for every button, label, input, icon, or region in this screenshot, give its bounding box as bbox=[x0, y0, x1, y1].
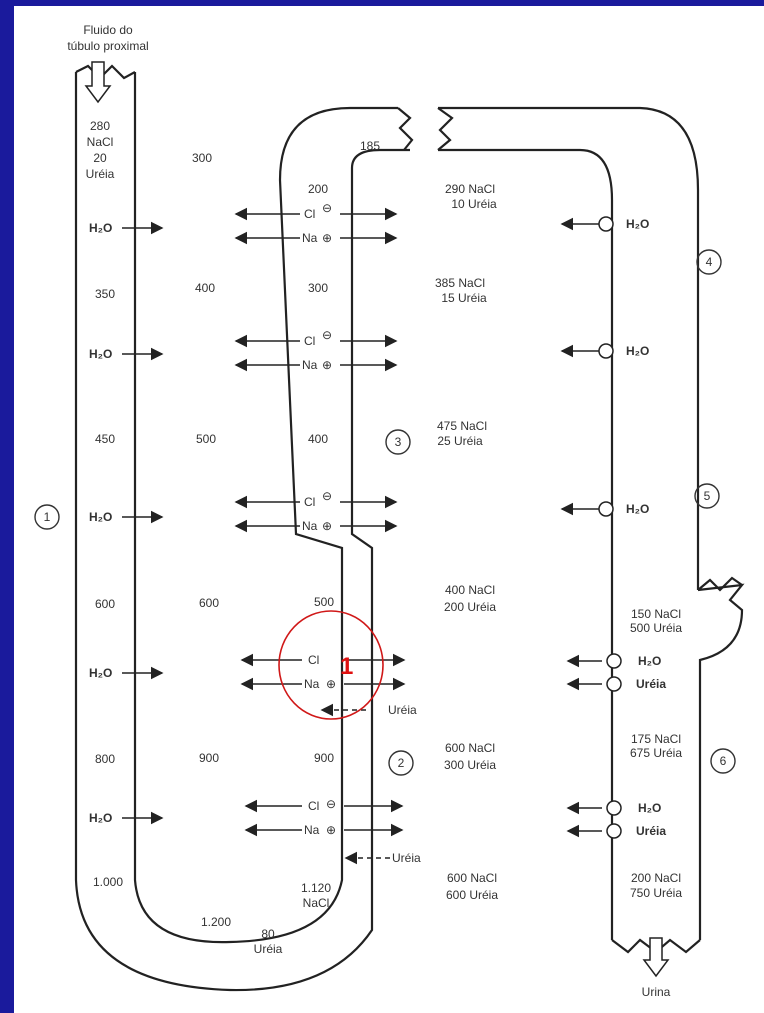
interstitial-value: 1.200 bbox=[201, 915, 231, 929]
minus-sign-icon: ⊖ bbox=[326, 797, 336, 811]
sodium-label: Na bbox=[302, 519, 318, 533]
water-label: H₂O bbox=[626, 502, 649, 516]
desc-value: 1.000 bbox=[93, 875, 123, 889]
chloride-label: Cl bbox=[304, 334, 315, 348]
solute-urea: 750 Uréia bbox=[630, 886, 682, 900]
interstitial-value: 500 bbox=[196, 432, 216, 446]
asc-value: 200 bbox=[308, 182, 328, 196]
plus-sign-icon: ⊕ bbox=[326, 823, 336, 837]
middle-solute-labels: 290 NaCl 10 Uréia 385 NaCl 15 Uréia 475 … bbox=[435, 182, 498, 902]
solute-nacl: 175 NaCl bbox=[631, 732, 681, 746]
water-label: H₂O bbox=[626, 344, 649, 358]
solute-urea: 500 Uréia bbox=[630, 621, 682, 635]
sodium-label: Na bbox=[302, 358, 318, 372]
urea-label: Uréia bbox=[636, 824, 666, 838]
interstitial-value: 600 bbox=[199, 596, 219, 610]
red-annotation-marker: 1 bbox=[279, 611, 383, 719]
chloride-label: Cl bbox=[304, 207, 315, 221]
water-label: H₂O bbox=[638, 654, 661, 668]
top-label-line2: túbulo proximal bbox=[67, 39, 148, 53]
red-marker-label: 1 bbox=[340, 653, 353, 680]
solute-urea: 675 Uréia bbox=[630, 746, 682, 760]
collecting-solute-labels: 150 NaCl 500 Uréia 175 NaCl 675 Uréia 20… bbox=[630, 607, 682, 900]
solute-urea: 200 Uréia bbox=[444, 600, 496, 614]
asc-value: 900 bbox=[314, 751, 334, 765]
sodium-label: Na bbox=[304, 823, 320, 837]
chloride-label: Cl bbox=[304, 495, 315, 509]
ascending-limb bbox=[280, 108, 412, 690]
solute-nacl: 600 NaCl bbox=[447, 871, 497, 885]
desc-value: 280 bbox=[90, 119, 110, 133]
asc-value: 300 bbox=[308, 281, 328, 295]
solute-urea: 15 Uréia bbox=[441, 291, 487, 305]
plus-sign-icon: ⊕ bbox=[322, 519, 332, 533]
minus-sign-icon: ⊖ bbox=[322, 201, 332, 215]
section-number: 1 bbox=[44, 510, 51, 524]
urea-label: Uréia bbox=[388, 703, 417, 717]
desc-value: 20 bbox=[93, 151, 107, 165]
asc-value: 400 bbox=[308, 432, 328, 446]
sodium-label: Na bbox=[304, 677, 320, 691]
water-label: H₂O bbox=[626, 217, 649, 231]
solute-nacl: 290 NaCl bbox=[445, 182, 495, 196]
interstitial-value: 900 bbox=[199, 751, 219, 765]
asc-bottom-value: 80 bbox=[261, 927, 275, 941]
water-label: H₂O bbox=[89, 811, 112, 825]
desc-value: 800 bbox=[95, 752, 115, 766]
solute-nacl: 200 NaCl bbox=[631, 871, 681, 885]
desc-unit: NaCl bbox=[87, 135, 114, 149]
minus-sign-icon: ⊖ bbox=[322, 489, 332, 503]
water-label: H₂O bbox=[89, 347, 112, 361]
ascending-ion-arrows: Cl ⊖ Na ⊕ Cl ⊖ Na ⊕ Cl ⊖ Na ⊕ Cl Na ⊕ Ur… bbox=[236, 201, 421, 865]
section-number: 3 bbox=[395, 435, 402, 449]
asc-bottom-value: 1.120 bbox=[301, 881, 331, 895]
minus-sign-icon: ⊖ bbox=[322, 328, 332, 342]
solute-nacl: 385 NaCl bbox=[435, 276, 485, 290]
urea-label: Uréia bbox=[392, 851, 421, 865]
solute-nacl: 475 NaCl bbox=[437, 419, 487, 433]
asc-value: 185 bbox=[360, 139, 380, 153]
desc-value: 350 bbox=[95, 287, 115, 301]
section-number: 6 bbox=[720, 754, 727, 768]
top-label-line1: Fluido do bbox=[83, 23, 133, 37]
section-number: 5 bbox=[704, 489, 711, 503]
water-label: H₂O bbox=[89, 221, 112, 235]
asc-value: 500 bbox=[314, 595, 334, 609]
distal-and-collecting-duct bbox=[438, 108, 742, 952]
sodium-label: Na bbox=[302, 231, 318, 245]
urea-label: Uréia bbox=[636, 677, 666, 691]
solute-urea: 300 Uréia bbox=[444, 758, 496, 772]
desc-value: 600 bbox=[95, 597, 115, 611]
solute-nacl: 600 NaCl bbox=[445, 741, 495, 755]
desc-unit: Uréia bbox=[86, 167, 115, 181]
solute-nacl: 400 NaCl bbox=[445, 583, 495, 597]
chloride-label: Cl bbox=[308, 653, 319, 667]
water-label: H₂O bbox=[89, 510, 112, 524]
interstitial-value: 400 bbox=[195, 281, 215, 295]
water-label: H₂O bbox=[638, 801, 661, 815]
plus-sign-icon: ⊕ bbox=[322, 358, 332, 372]
solute-urea: 600 Uréia bbox=[446, 888, 498, 902]
desc-value: 450 bbox=[95, 432, 115, 446]
asc-bottom-unit: Uréia bbox=[254, 942, 283, 956]
water-label: H₂O bbox=[89, 666, 112, 680]
descending-water-arrows: H₂O H₂O H₂O H₂O H₂O bbox=[89, 221, 162, 825]
section-number: 2 bbox=[398, 756, 405, 770]
solute-urea: 25 Uréia bbox=[437, 434, 483, 448]
solute-nacl: 150 NaCl bbox=[631, 607, 681, 621]
plus-sign-icon: ⊕ bbox=[322, 231, 332, 245]
bottom-label: Urina bbox=[642, 985, 671, 999]
plus-sign-icon: ⊕ bbox=[326, 677, 336, 691]
interstitial-value: 300 bbox=[192, 151, 212, 165]
asc-bottom-unit: NaCl bbox=[303, 896, 330, 910]
chloride-label: Cl bbox=[308, 799, 319, 813]
solute-urea: 10 Uréia bbox=[451, 197, 497, 211]
section-number: 4 bbox=[706, 255, 713, 269]
